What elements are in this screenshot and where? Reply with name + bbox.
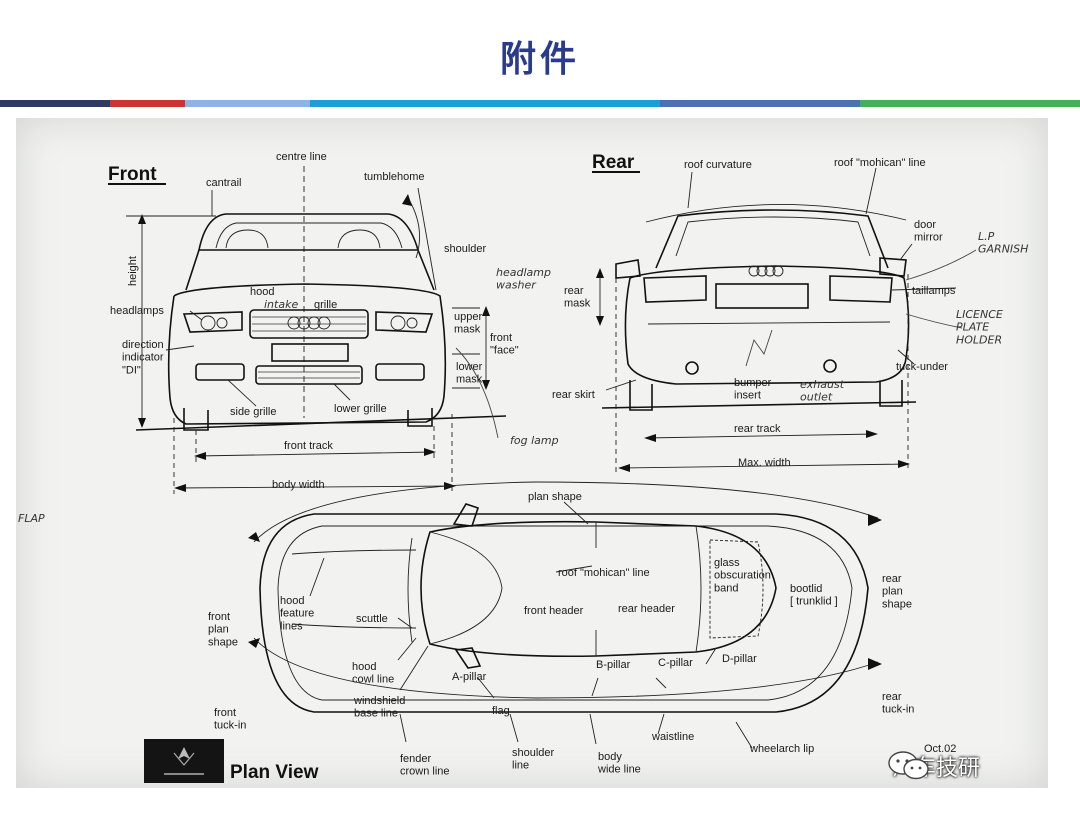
color-bar-segment [860,100,1080,107]
page-title: 附件 [499,39,580,80]
label-front-face: front"face" [490,332,519,357]
label-front-track: front track [284,440,333,452]
label-rear-track: rear track [734,423,781,435]
plan-view-heading: Plan View [230,762,319,783]
rear-heading: Rear [592,152,635,173]
university-logo [144,739,224,783]
label-side-grille: side grille [230,406,276,418]
label-waistline: waistline [651,731,694,743]
watermark: 汽车技研 [886,750,980,782]
color-bar [0,100,1080,107]
label-wheelarch-lip: wheelarch lip [749,743,814,755]
label-shoulder: shoulder [444,243,487,255]
label-flag: flag [492,705,510,717]
label-max-width: Max. width [738,457,791,469]
label-c-pillar: C-pillar [658,657,693,669]
label-cantrail: cantrail [206,177,241,189]
car-design-sketch: Front [18,151,1028,783]
label-a-pillar: A-pillar [452,671,487,683]
label-taillamps: taillamps [912,285,956,297]
label-date: Oct.02 [924,743,956,755]
label-hood: hood [250,286,274,298]
label-b-pillar: B-pillar [596,659,631,671]
label-body-width: body width [272,479,325,491]
handwriting-flap: FLAP [18,512,45,525]
color-bar-segment [0,100,110,107]
label-d-pillar: D-pillar [722,653,757,665]
label-centre-line: centre line [276,151,327,163]
color-bar-segment [110,100,185,107]
label-tuck-under: tuck-under [896,361,948,373]
label-rear-header: rear header [618,603,675,615]
plan-view: Plan View [18,481,956,783]
color-bar-segment [660,100,860,107]
handwriting-intake: intake [264,298,298,311]
label-roof-curvature: roof curvature [684,159,752,171]
front-view: Front [108,151,559,494]
color-bar-segment [185,100,310,107]
color-bar-segment [310,100,660,107]
label-roof-mohican-line-plan: roof "mohican" line [558,567,650,579]
label-lower-grille: lower grille [334,403,387,415]
label-tumblehome: tumblehome [364,171,425,183]
handwriting-fog-lamp: fog lamp [510,434,559,447]
label-grille: grille [314,299,337,311]
front-heading: Front [108,164,157,185]
label-height: height [127,256,139,286]
label-bootlid: bootlid[ trunklid ] [790,583,838,608]
rear-view: Rear [552,152,1028,474]
label-scuttle: scuttle [356,613,388,625]
label-roof-mohican-line-rear: roof "mohican" line [834,157,926,169]
label-headlamps: headlamps [110,305,164,317]
label-plan-shape: plan shape [528,491,582,503]
label-front-header: front header [524,605,584,617]
label-rear-skirt: rear skirt [552,389,595,401]
drawing-sheet: Front [16,118,1048,788]
